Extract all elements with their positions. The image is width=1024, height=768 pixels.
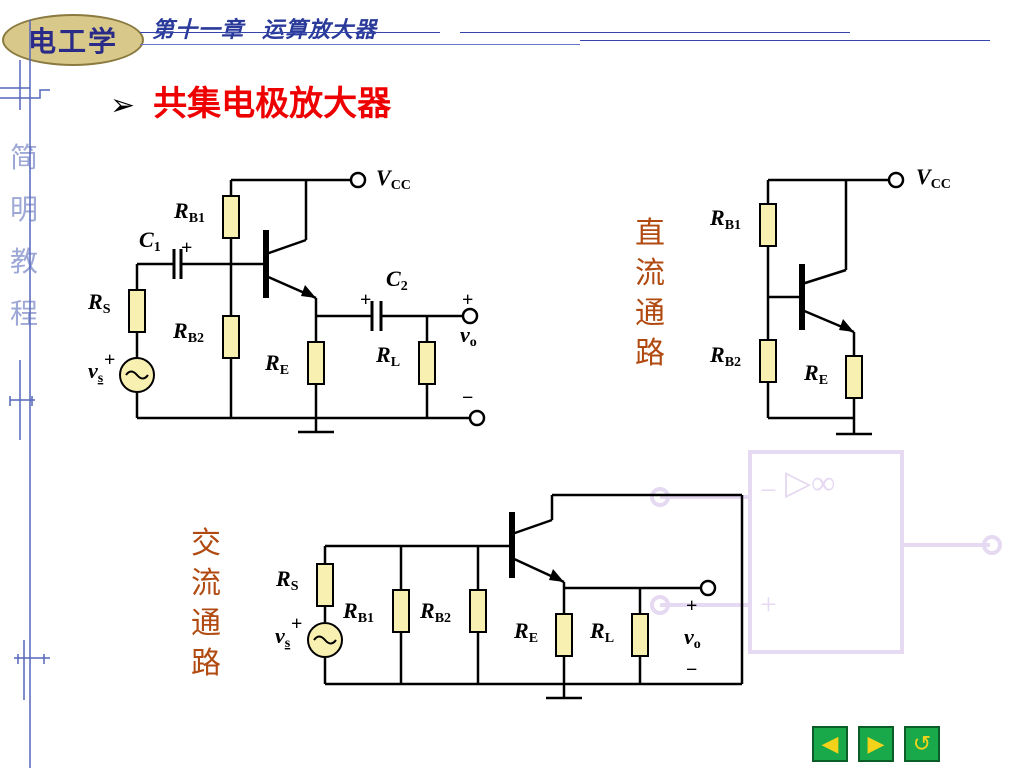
ac-vo-label: vo: [684, 624, 701, 652]
ac-path-label: 交 流 通 路: [188, 524, 224, 684]
return-icon: ↺: [912, 731, 932, 757]
logo: 电工学: [2, 14, 144, 66]
main-rl-label: RL: [375, 342, 400, 370]
main-vo-label: vo: [460, 322, 477, 350]
header-rule-1: [140, 32, 440, 33]
dc-vcc-terminal: [887, 171, 905, 189]
return-button[interactable]: ↺: [904, 726, 940, 762]
sidebar-decoration: [0, 20, 50, 768]
main-circuit-transistor: [263, 230, 316, 298]
ac-label-char: 流: [191, 566, 221, 601]
prev-slide-button[interactable]: ◀: [812, 726, 848, 762]
main-c2-plus: +: [360, 289, 371, 311]
dc-label-char: 直: [635, 216, 665, 251]
dc-circuit-transistor: [799, 264, 854, 332]
main-c1-plus: +: [181, 237, 192, 259]
dc-path-label: 直 流 通 路: [632, 214, 668, 374]
ac-vo-minus: −: [686, 659, 697, 681]
sidebar-char: 教: [9, 245, 38, 278]
main-vo-minus: −: [462, 387, 473, 409]
sidebar-char: 程: [9, 297, 38, 330]
ac-circuit-wires: [323, 493, 744, 700]
dc-rb2-label: RB2: [709, 342, 741, 370]
ac-circuit-transistor: [509, 512, 564, 582]
dc-circuit-wires: [766, 178, 890, 436]
sidebar-char: 明: [9, 193, 38, 226]
opamp-watermark: [650, 450, 1002, 654]
chapter-heading: 第十一章运算放大器: [152, 12, 395, 44]
header-rule-2: [460, 32, 850, 33]
opamp-watermark-minus: −: [760, 474, 777, 507]
main-rb2-label: RB2: [172, 318, 204, 346]
main-vs-plus: +: [104, 349, 115, 371]
dc-vcc-label: VCC: [916, 164, 951, 192]
ac-re-label: RE: [513, 618, 538, 646]
header-rule-4: [580, 40, 990, 41]
main-c2-label: C2: [386, 266, 408, 294]
dc-label-char: 流: [635, 256, 665, 291]
ac-label-char: 交: [191, 526, 221, 561]
ac-label-char: 通: [191, 606, 221, 641]
header-rule-3: [140, 44, 580, 45]
ac-vs-plus: +: [291, 613, 302, 635]
main-vo-plus: +: [462, 289, 473, 311]
arrow-bullet-icon: ➢: [110, 88, 136, 123]
main-rs-label: RS: [87, 289, 111, 317]
main-re-label: RE: [264, 350, 289, 378]
chapter-number: 第十一章: [152, 17, 245, 43]
dc-re-label: RE: [803, 360, 828, 388]
main-vcc-label: VCC: [376, 165, 411, 193]
main-circuit-resistors: [128, 195, 436, 385]
ac-vs-label: vs: [275, 623, 291, 651]
next-arrow-icon: ▶: [867, 731, 885, 757]
main-circuit-wires: [135, 178, 470, 434]
ac-rs-label: RS: [275, 566, 299, 594]
main-circuit-terminals: [349, 171, 486, 427]
dc-label-char: 通: [635, 296, 665, 331]
opamp-watermark-symbol: ▷∞: [785, 465, 835, 502]
ac-vo-terminal: [699, 579, 717, 597]
dc-label-char: 路: [635, 336, 665, 371]
main-c1-label: C1: [139, 227, 161, 255]
sidebar-char: 简: [9, 141, 38, 174]
prev-arrow-icon: ◀: [821, 731, 839, 757]
main-vs-label: vs: [88, 358, 104, 386]
slide-title: ➢ 共集电极放大器: [110, 76, 391, 125]
ac-label-char: 路: [191, 646, 221, 681]
next-slide-button[interactable]: ▶: [858, 726, 894, 762]
dc-circuit-resistors: [759, 203, 863, 399]
main-rb1-label: RB1: [173, 198, 205, 226]
ac-circuit-resistors: [316, 563, 649, 657]
sidebar-text: 简 明 教 程: [8, 132, 40, 340]
main-circuit-capacitors: [172, 249, 383, 331]
main-circuit-source: [119, 357, 155, 393]
ac-rl-label: RL: [589, 618, 614, 646]
slide-title-text: 共集电极放大器: [153, 84, 392, 124]
opamp-watermark-plus: +: [760, 588, 777, 621]
chapter-title: 运算放大器: [262, 17, 378, 43]
ac-circuit-source: [307, 622, 343, 658]
ac-vo-plus: +: [686, 595, 697, 617]
ac-rb2-label: RB2: [419, 598, 451, 626]
dc-rb1-label: RB1: [709, 205, 741, 233]
ac-rb1-label: RB1: [342, 598, 374, 626]
